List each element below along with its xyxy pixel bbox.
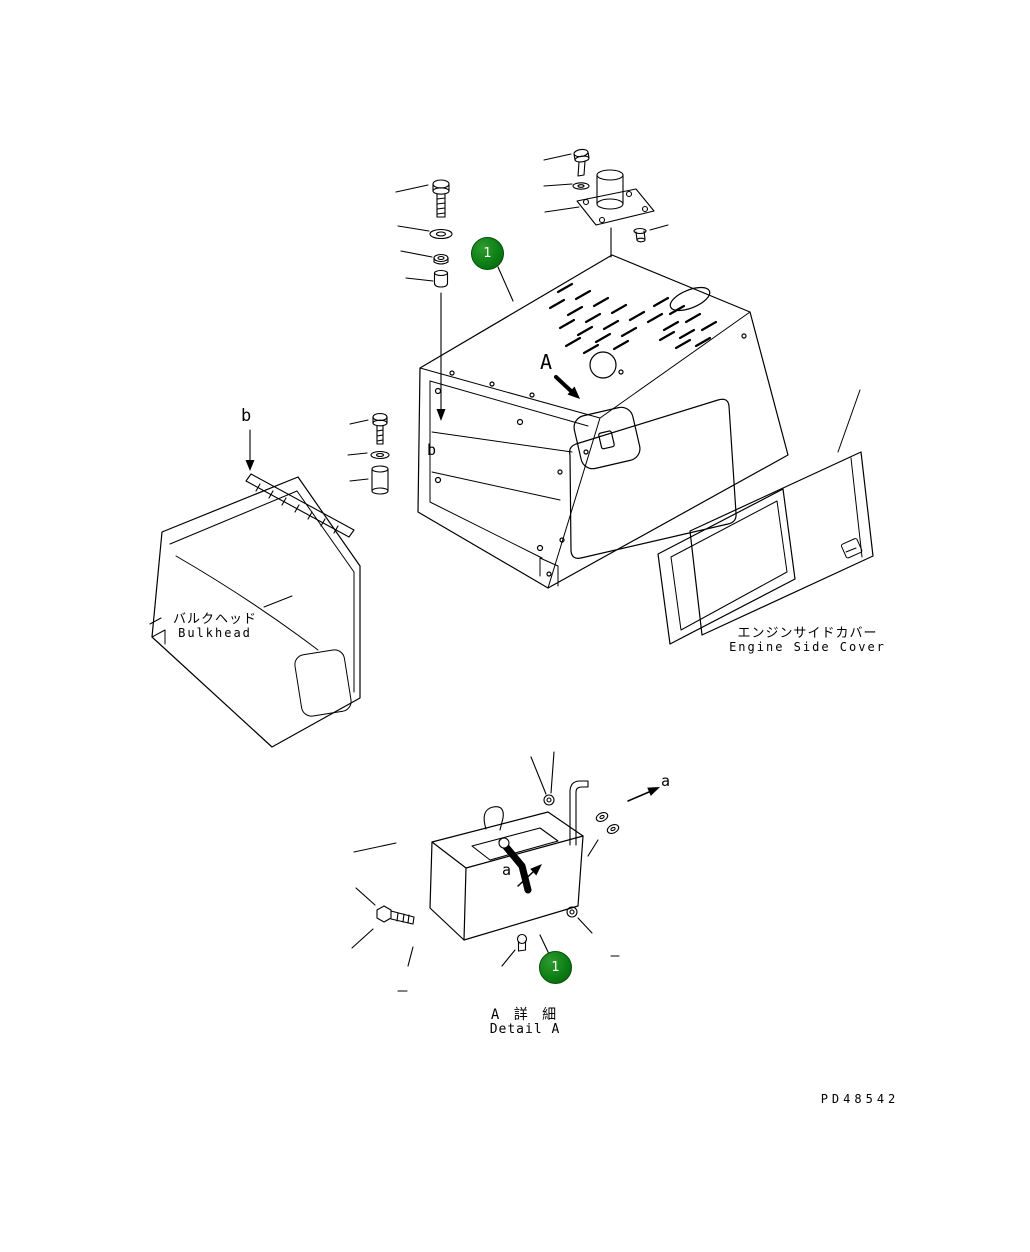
bulkhead-label-en: Bulkhead xyxy=(178,626,252,640)
ref-b-top-label: b xyxy=(241,406,252,426)
side-bolt-spacer-stack xyxy=(347,412,390,495)
engine-side-cover-label-en: Engine Side Cover xyxy=(729,640,886,654)
detail-a-drawing xyxy=(351,751,660,992)
hood-mount-plate-assembly xyxy=(543,148,669,258)
part-callout-detail-number: 1 xyxy=(551,960,560,975)
detail-a-title-en: Detail A xyxy=(489,1022,561,1037)
detail-a-title-jp: A 詳 細 xyxy=(490,1007,560,1023)
bulkhead-label-jp: バルクヘッド xyxy=(172,612,257,627)
view-a-label: A xyxy=(540,350,553,374)
callout-top-leader xyxy=(497,266,514,302)
part-callout-detail[interactable]: 1 xyxy=(539,951,572,984)
view-a-arrow xyxy=(554,375,580,399)
engine-hood-drawing xyxy=(417,254,789,589)
drawing-number: PD48542 xyxy=(820,1092,900,1106)
strip-part-b xyxy=(245,429,355,538)
ref-a-inner-label: a xyxy=(502,861,512,879)
part-callout-top-number: 1 xyxy=(483,246,492,261)
ref-a-outer-label: a xyxy=(661,772,671,790)
engine-side-cover-drawing xyxy=(657,389,874,645)
part-callout-top[interactable]: 1 xyxy=(471,237,504,270)
engine-side-cover-label-jp: エンジンサイドカバー xyxy=(737,626,878,641)
bulkhead-drawing xyxy=(149,476,361,748)
ref-b-inner-label: b xyxy=(427,441,437,459)
hood-louvers xyxy=(548,282,718,355)
